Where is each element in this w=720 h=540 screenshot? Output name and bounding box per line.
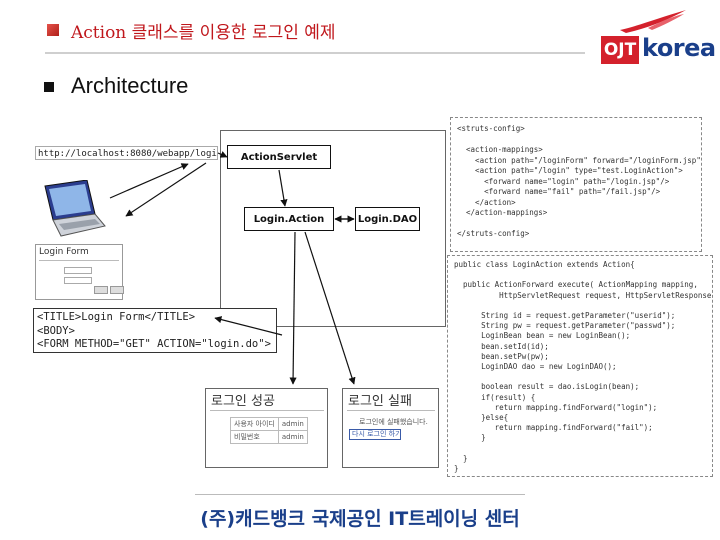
- config-line: ​: [457, 219, 695, 230]
- response-arrow: [125, 162, 207, 217]
- section-heading: Architecture: [71, 73, 189, 98]
- code-line: }: [454, 464, 459, 474]
- title-divider: [45, 52, 585, 54]
- code-line: }else{: [454, 413, 509, 423]
- action-servlet-box: ActionServlet: [227, 145, 331, 169]
- fail-message: 로그인에 실패했습니다.: [359, 418, 428, 426]
- html-code-snippet: <TITLE>Login Form</TITLE><BODY><FORM MET…: [33, 308, 277, 353]
- request-arrow: [109, 163, 189, 199]
- code-line: String pw = request.getParameter("passwd…: [454, 321, 676, 331]
- code-line: String id = request.getParameter("userid…: [454, 311, 676, 321]
- ojt-korea-logo: OJT korea: [598, 6, 716, 66]
- success-title: 로그인 성공: [211, 394, 275, 409]
- success-table: 사용자 아이디 admin 비밀번호 admin: [230, 417, 308, 444]
- login-form-submit-button[interactable]: [94, 286, 108, 294]
- config-line: </action>: [457, 197, 516, 207]
- config-line: </struts-config>: [457, 229, 530, 238]
- code-line: LoginBean bean = new LoginBean();: [454, 331, 631, 341]
- logo-brush-icon: [620, 10, 686, 33]
- login-fail-page: 로그인 실패 로그인에 실패했습니다. 다시 로그인 하기: [342, 388, 439, 468]
- config-line: <forward name="fail" path="/fail.jsp"/>: [457, 187, 661, 196]
- code-line: ​: [454, 301, 706, 311]
- login-form-divider: [39, 260, 119, 261]
- struts-config-snippet: <struts-config> ​ <action-mappings> <acti…: [450, 117, 702, 252]
- login-success-page: 로그인 성공 사용자 아이디 admin 비밀번호 admin: [205, 388, 328, 468]
- title-bullet-icon: [47, 24, 59, 36]
- fail-title: 로그인 실패: [348, 394, 412, 409]
- code-line: ​: [454, 444, 706, 454]
- login-form-pw-field[interactable]: [64, 277, 92, 284]
- table-row: 비밀번호 admin: [230, 430, 308, 444]
- config-line: <forward name="login" path="/login.jsp"/…: [457, 176, 670, 186]
- retry-login-link[interactable]: 다시 로그인 하기: [349, 429, 402, 440]
- footer-text: (주)캐드뱅크 국제공인 IT트레이닝 센터: [200, 508, 520, 530]
- table-row: 사용자 아이디 admin: [230, 417, 308, 431]
- config-line: <action path="/login" type="test.LoginAc…: [457, 166, 683, 175]
- code-line: }: [454, 453, 468, 463]
- browser-url-bar: http://localhost:8080/webapp/loginForm.d…: [35, 146, 218, 160]
- config-line: <struts-config>: [457, 124, 525, 133]
- config-line: </action-mappings>: [457, 208, 548, 217]
- success-label: 비밀번호: [230, 430, 279, 444]
- code-line: boolean result = dao.isLogin(bean);: [454, 382, 640, 392]
- login-form-reset-button[interactable]: [110, 286, 124, 294]
- login-form-preview: Login Form: [35, 244, 124, 300]
- html-code-line: <TITLE>Login Form</TITLE>: [37, 311, 196, 323]
- login-form-id-field[interactable]: [64, 267, 92, 274]
- success-value: admin: [277, 430, 308, 444]
- success-label: 사용자 아이디: [230, 417, 279, 431]
- code-line: ​: [454, 270, 706, 280]
- logo-korea: korea: [642, 34, 716, 62]
- html-code-line: <FORM METHOD="GET" ACTION="login.do">: [37, 338, 271, 350]
- config-line: <action-mappings>: [457, 145, 543, 154]
- login-dao-box: Login.DAO: [355, 207, 420, 231]
- fail-divider: [347, 410, 435, 411]
- code-line: }: [454, 433, 486, 443]
- success-divider: [210, 410, 324, 411]
- login-action-code-snippet: public class LoginAction extends Action{…: [447, 255, 713, 477]
- code-line: bean.setId(id);: [454, 341, 549, 351]
- config-line: ​: [457, 135, 695, 146]
- code-line: public ActionForward execute( ActionMapp…: [454, 280, 698, 290]
- code-line: ​: [454, 372, 706, 382]
- config-line: <action path="/loginForm" forward="/logi…: [457, 155, 702, 165]
- laptop-icon: [44, 180, 106, 237]
- logo-ojt: OJT: [601, 36, 639, 64]
- code-line: public class LoginAction extends Action{: [454, 260, 635, 269]
- code-line: bean.setPw(pw);: [454, 351, 549, 361]
- login-action-box: Login.Action: [244, 207, 334, 231]
- footer-divider: [195, 494, 525, 495]
- code-line: HttpServletRequest request, HttpServletR…: [454, 290, 713, 300]
- login-form-title: Login Form: [39, 247, 89, 257]
- code-line: LoginDAO dao = new LoginDAO();: [454, 362, 617, 372]
- code-line: return mapping.findForward("fail");: [454, 423, 653, 433]
- section-bullet-icon: [44, 82, 54, 92]
- html-code-line: <BODY>: [37, 324, 75, 337]
- slide-title: Action 클래스를 이용한 로그인 예제: [71, 23, 336, 43]
- code-line: return mapping.findForward("login");: [454, 402, 658, 412]
- code-line: if(result) {: [454, 392, 536, 402]
- success-value: admin: [277, 417, 308, 431]
